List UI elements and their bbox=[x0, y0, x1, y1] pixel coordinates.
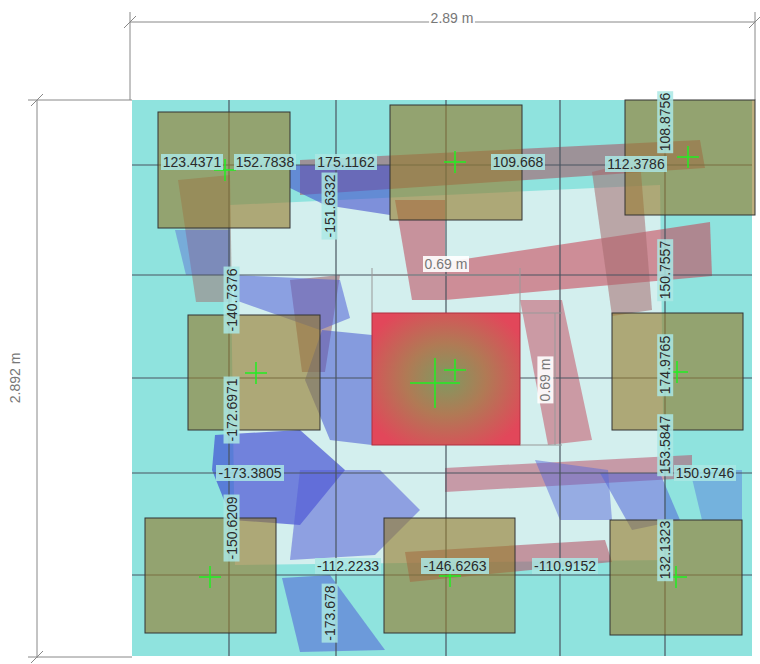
force-value: 175.1162 bbox=[315, 154, 376, 170]
extension-line bbox=[520, 268, 521, 313]
force-value: -151.6332 bbox=[322, 172, 338, 239]
force-value: 108.8756 bbox=[657, 91, 673, 153]
compression-band bbox=[290, 165, 390, 215]
force-value: 152.7838 bbox=[234, 154, 296, 170]
force-value: -150.6209 bbox=[224, 494, 240, 561]
force-value: 132.1323 bbox=[657, 519, 673, 581]
dimension-tick bbox=[31, 94, 43, 106]
centre-cross bbox=[410, 358, 460, 408]
pile bbox=[145, 518, 276, 633]
pile bbox=[158, 112, 290, 228]
dimension-line bbox=[555, 313, 556, 445]
dimension-line bbox=[37, 100, 38, 658]
force-value: -172.6971 bbox=[224, 376, 240, 443]
force-value: 123.4371 bbox=[161, 154, 223, 170]
piles bbox=[145, 100, 755, 635]
dimension-label: 2.89 m bbox=[429, 10, 476, 26]
extension-line bbox=[372, 268, 373, 313]
force-value: 109.668 bbox=[491, 154, 546, 170]
compression-band bbox=[175, 230, 230, 275]
force-value: 153.5847 bbox=[657, 414, 673, 476]
pile bbox=[188, 315, 320, 430]
centre-cross bbox=[444, 151, 466, 173]
force-value: -173.3805 bbox=[216, 465, 283, 481]
centre-cross bbox=[677, 146, 699, 168]
centre-cross bbox=[245, 362, 267, 384]
column bbox=[372, 313, 520, 445]
force-value: -112.2233 bbox=[315, 558, 381, 574]
extension-line bbox=[755, 12, 756, 100]
pile bbox=[384, 518, 515, 633]
dimension-tick bbox=[124, 16, 136, 28]
force-value: 150.9746 bbox=[674, 465, 736, 481]
force-value: 150.7557 bbox=[657, 239, 673, 301]
dimension-label: 2.892 m bbox=[7, 351, 23, 406]
force-value: -146.6263 bbox=[421, 558, 488, 574]
force-value: -140.7376 bbox=[224, 266, 240, 333]
dimension-label: 0.69 m bbox=[537, 357, 553, 404]
pile bbox=[612, 313, 743, 430]
force-value: 112.3786 bbox=[605, 156, 666, 172]
dimension-label: 0.69 m bbox=[423, 256, 470, 272]
extension-line bbox=[520, 445, 562, 446]
compression-band bbox=[535, 460, 612, 520]
centre-crosses bbox=[199, 146, 699, 588]
dimension-tick bbox=[749, 16, 760, 28]
extension-line bbox=[130, 12, 131, 100]
force-value: 174.9765 bbox=[657, 334, 673, 396]
centre-cross bbox=[199, 566, 221, 588]
extension-line bbox=[28, 657, 132, 658]
force-value: -110.9152 bbox=[532, 558, 598, 574]
extension-line bbox=[520, 313, 562, 314]
centre-cross bbox=[444, 359, 466, 381]
pile bbox=[610, 520, 742, 635]
compression-band bbox=[282, 575, 385, 652]
dimension-tick bbox=[31, 651, 43, 663]
dimension-line bbox=[372, 275, 520, 276]
tension-band bbox=[520, 300, 592, 445]
force-value: -173.678 bbox=[322, 583, 338, 642]
extension-line bbox=[28, 100, 132, 101]
